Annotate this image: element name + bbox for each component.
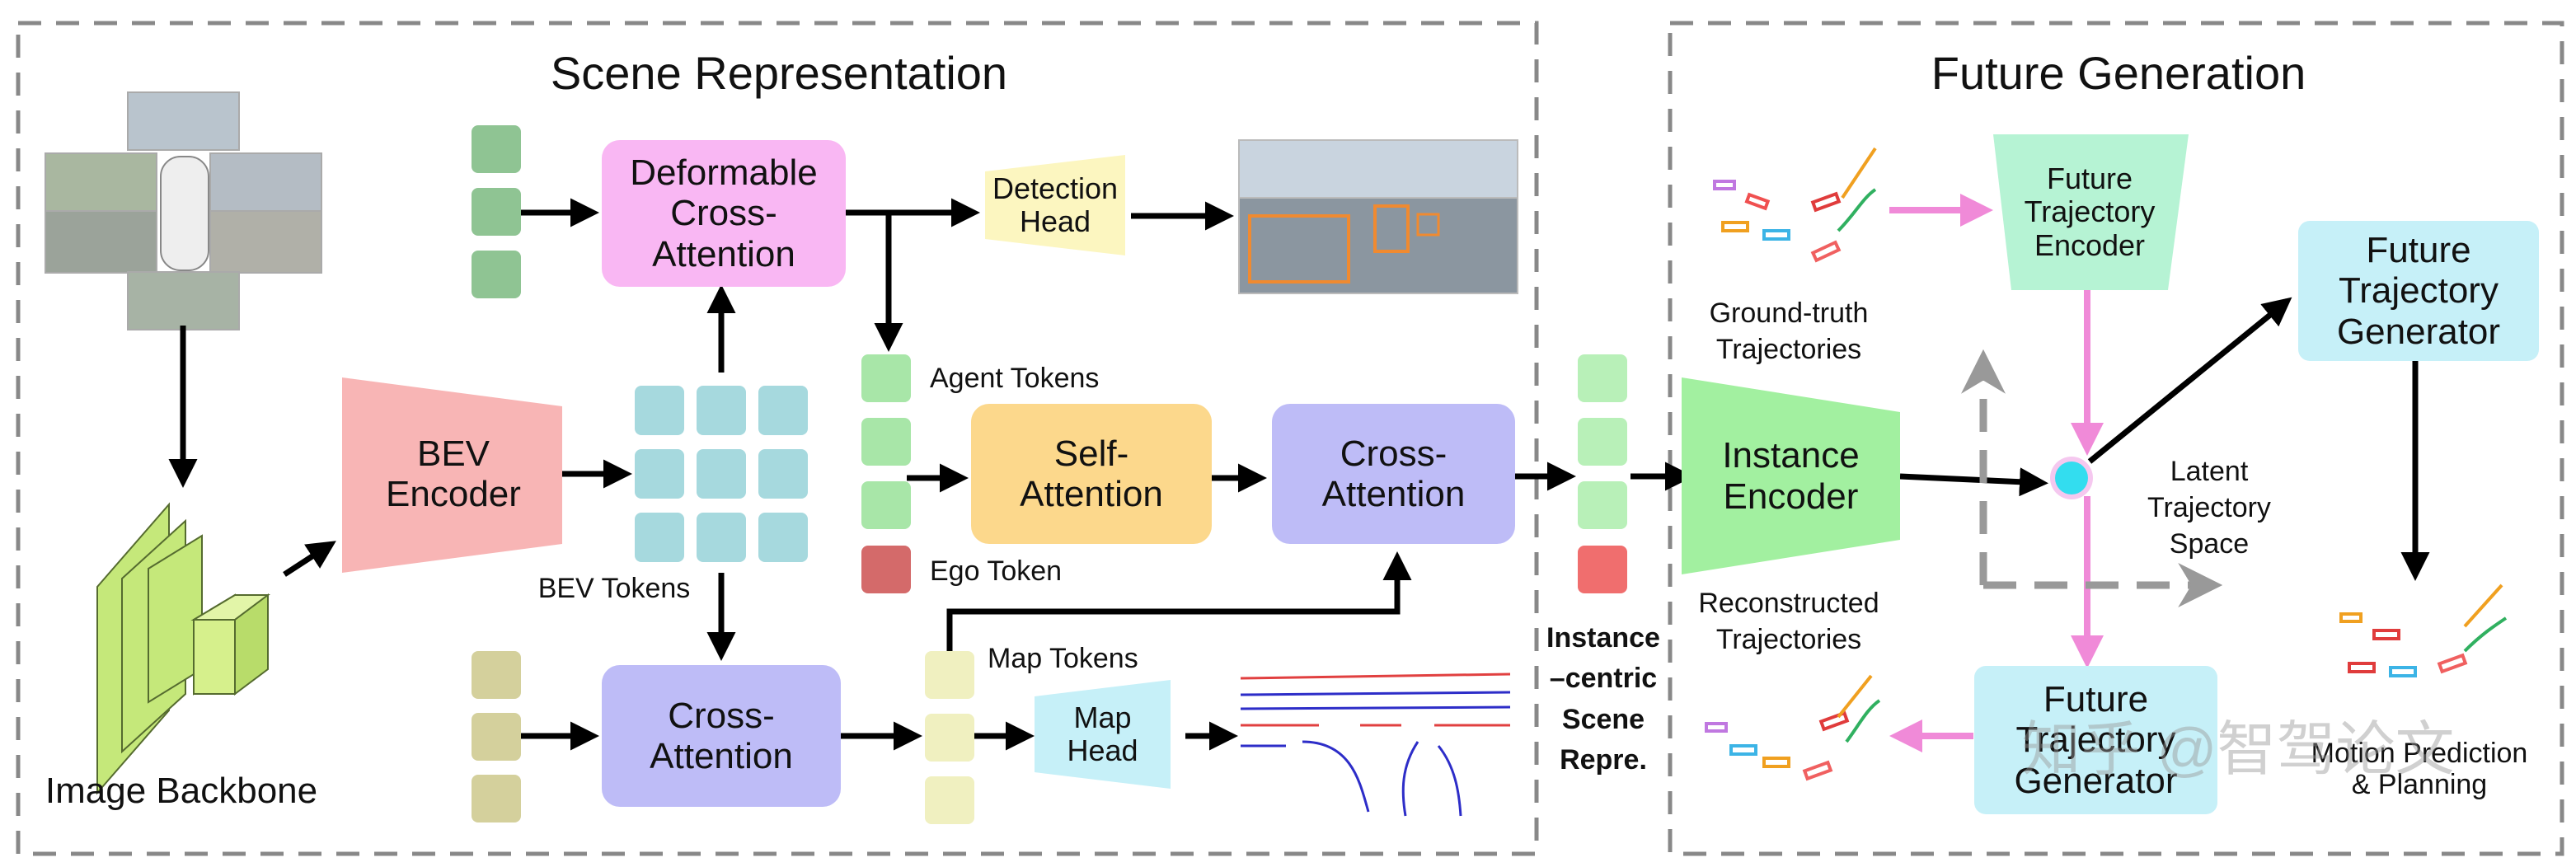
bev-token <box>758 449 808 499</box>
self-attention-box: Self- Attention <box>971 404 1212 544</box>
future-trajectory-encoder-shape <box>1993 134 2189 290</box>
map-token <box>925 651 974 699</box>
bev-token <box>758 386 808 435</box>
instance-token <box>1578 481 1627 529</box>
instance-encoder-label: Instance Encoder <box>1722 435 1860 517</box>
bev-encoder-label: BEV Encoder <box>386 433 521 514</box>
bev-token <box>697 386 746 435</box>
cross-attention-top-box: Cross- Attention <box>1272 404 1515 544</box>
instance-ego-token <box>1578 546 1627 593</box>
instance-encoder-shape <box>1682 377 1900 574</box>
bev-token <box>697 513 746 562</box>
scene-representation-title: Scene Representation <box>550 47 1008 99</box>
reconstructed-trajectory-sketch <box>1705 674 1881 781</box>
future-generation-frame <box>1668 21 2564 856</box>
query-token <box>472 125 521 173</box>
detection-head-label: Detection Head <box>992 171 1119 238</box>
watermark: 知乎 @智驾论文 <box>2021 717 2455 783</box>
ego-token <box>861 546 911 593</box>
cross-attention-bottom-box: Cross- Attention <box>602 665 841 807</box>
motion-prediction-planning-label: Motion Prediction & Planning <box>2311 738 2528 801</box>
map-head-shape <box>1035 680 1171 789</box>
query-token <box>472 251 521 298</box>
deformable-cross-attention-box: Deformable Cross- Attention <box>602 140 846 287</box>
ground-truth-trajectory-sketch <box>1713 147 1877 263</box>
bev-token <box>635 513 684 562</box>
agent-token <box>861 418 911 466</box>
bev-tokens-label: BEV Tokens <box>537 573 691 604</box>
latent-trajectory-space-label: Latent Trajectory Space <box>2147 456 2271 560</box>
agent-token <box>861 354 911 402</box>
latent-point-core <box>2055 462 2088 494</box>
bev-token <box>635 449 684 499</box>
ground-truth-trajectories-label: Ground-truth Trajectories <box>1709 298 1869 366</box>
map-head-label: Map Head <box>1067 700 1138 767</box>
map-token <box>925 776 974 824</box>
instance-token <box>1578 418 1627 466</box>
reconstructed-trajectories-label: Reconstructed Trajectories <box>1698 588 1879 656</box>
instance-token <box>1578 354 1627 402</box>
instance-centric-label: Instance –centric Scene Repre. <box>1546 622 1660 776</box>
map-query-token <box>472 713 521 761</box>
bev-token <box>697 449 746 499</box>
future-trajectory-generator-right-box: Future Trajectory Generator <box>2298 221 2539 361</box>
motion-prediction-sketch <box>2339 583 2508 677</box>
agent-tokens-label: Agent Tokens <box>930 363 1100 394</box>
bev-token <box>635 386 684 435</box>
map-query-token <box>472 775 521 822</box>
map-query-token <box>472 651 521 699</box>
image-backbone-label: Image Backbone <box>45 771 318 811</box>
bev-token <box>758 513 808 562</box>
map-tokens-label: Map Tokens <box>988 643 1138 674</box>
ego-token-label: Ego Token <box>930 555 1063 587</box>
pink-arrows <box>1889 194 2104 752</box>
future-generation-title: Future Generation <box>1931 47 2306 99</box>
latent-space-axes <box>1961 349 2223 607</box>
camera-images <box>45 91 322 330</box>
future-trajectory-encoder-label: Future Trajectory Encoder <box>2024 162 2156 262</box>
map-lines <box>1240 673 1511 817</box>
scene-representation-frame <box>16 21 1539 856</box>
agent-token <box>861 481 911 529</box>
black-arrows <box>168 198 2430 751</box>
image-backbone-shape <box>96 502 270 795</box>
map-token <box>925 714 974 762</box>
bev-encoder-shape <box>342 377 562 573</box>
query-token <box>472 188 521 236</box>
detection-image <box>1238 139 1518 294</box>
detection-head-shape <box>985 155 1125 255</box>
future-trajectory-generator-bottom-box: Future Trajectory Generator <box>1974 666 2217 814</box>
